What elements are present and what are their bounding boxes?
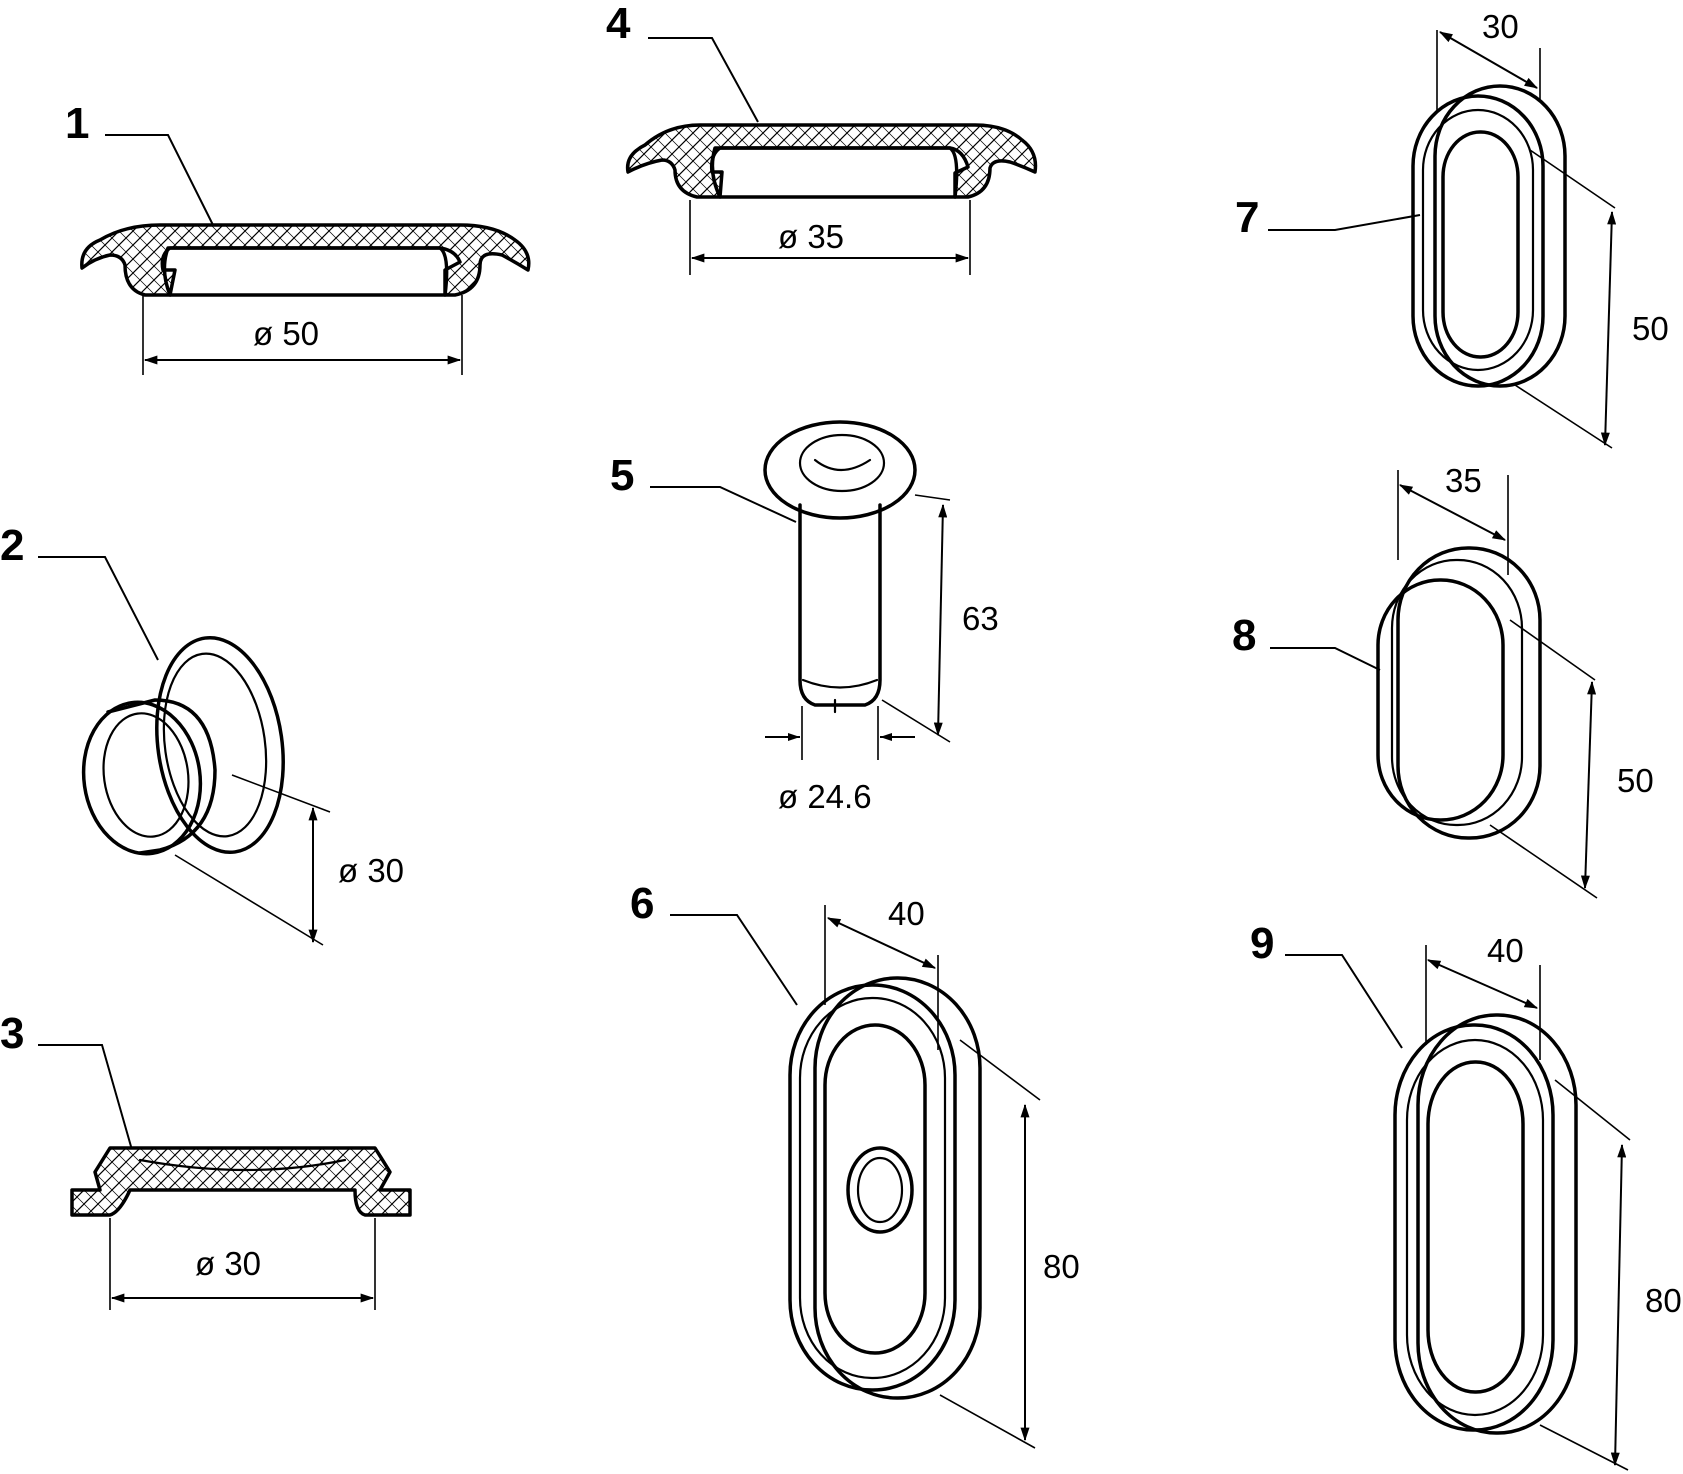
part-5: 5 63 ø 24.6 [610, 420, 999, 815]
part-1-diameter-label: ø 50 [253, 315, 319, 352]
part-8-height-label: 50 [1617, 762, 1654, 799]
part-7-height-line [1600, 210, 1617, 447]
part-7-width-label: 30 [1482, 8, 1519, 45]
part-3-number: 3 [0, 1009, 24, 1058]
part-4-diameter-label: ø 35 [778, 218, 844, 255]
part-9-width-label: 40 [1487, 932, 1524, 969]
part-7: 7 30 50 [1235, 8, 1669, 449]
part-2: 2 ø 30 [0, 521, 404, 946]
part-7-number: 7 [1235, 193, 1259, 242]
part-3: 3 ø 30 [0, 1009, 412, 1310]
part-8-height-line [1580, 680, 1597, 890]
part-9-number: 9 [1250, 919, 1274, 968]
part-6-height-label: 80 [1043, 1248, 1080, 1285]
part-3-section [70, 1146, 412, 1217]
part-5-length-label: 63 [962, 600, 999, 637]
part-1-section [80, 223, 531, 297]
part-6: 6 40 80 [630, 879, 1080, 1449]
part-9-height-label: 80 [1645, 1282, 1682, 1319]
part-8: 8 35 50 [1232, 462, 1654, 899]
part-7-width-line [1439, 31, 1538, 89]
part-1-leader [105, 134, 214, 226]
part-2-number: 2 [0, 521, 24, 570]
part-2-diameter-label: ø 30 [338, 852, 404, 889]
part-5-length-line [933, 503, 948, 737]
part-9-width-line [1426, 959, 1539, 1009]
part-5-diameter-label: ø 24.6 [778, 778, 872, 815]
part-1-number: 1 [65, 99, 89, 148]
part-6-number: 6 [630, 879, 654, 928]
part-8-number: 8 [1232, 611, 1256, 660]
part-9-height-line [1610, 1143, 1627, 1467]
part-9: 9 40 80 [1250, 919, 1682, 1471]
part-8-width-line [1399, 484, 1506, 541]
part-8-width-label: 35 [1445, 462, 1482, 499]
part-5-number: 5 [610, 451, 634, 500]
part-4: 4 ø 35 [606, 0, 1038, 275]
part-3-diameter-label: ø 30 [195, 1245, 261, 1282]
part-6-width-line [826, 917, 937, 969]
part-7-height-label: 50 [1632, 310, 1669, 347]
part-4-number: 4 [606, 0, 631, 48]
part-1: 1 ø 50 [65, 99, 531, 375]
part-4-section [625, 123, 1038, 199]
part-6-width-label: 40 [888, 895, 925, 932]
